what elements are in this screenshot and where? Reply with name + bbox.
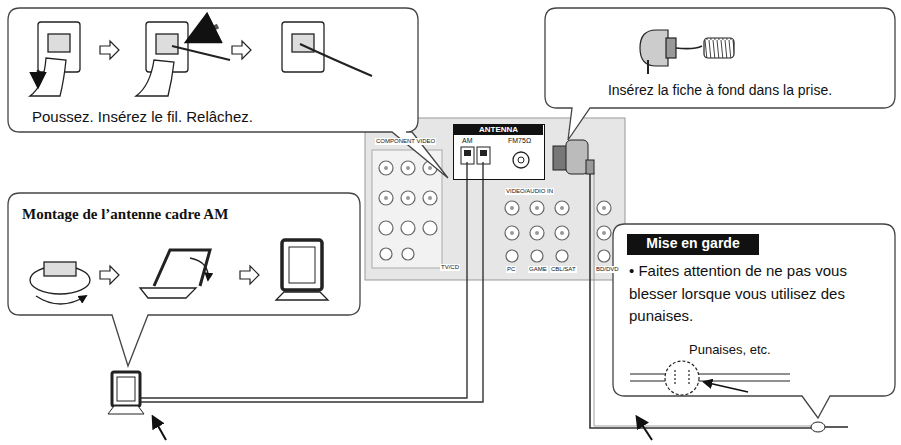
caution-text: • Faites attention de ne pas vous blesse… [629,260,887,328]
plug-callout: Insérez la fiche à fond dans la prise. [545,8,895,108]
callout-bubbles [8,8,895,418]
instruction-text: Poussez. Insérez le fil. Relâchez. [32,108,412,127]
instruction-text: Insérez la fiche à fond dans la prise. [555,82,885,100]
panel-heading: ANTENNA [454,125,543,135]
terminal-label: AM [462,137,492,146]
terminal-label: FM75Ω [508,137,542,146]
tack-sketch [630,361,790,395]
caution-heading: Mise en garde [627,234,759,255]
pointer-arrow [637,417,652,440]
panel-label: VIDEO/AUDIO IN [505,188,554,195]
step-callout: Poussez. Insérez le fil. Relâchez. [8,8,418,132]
coaxial-plug [640,30,734,74]
panel-label: GAME [528,266,548,273]
loop-assembly [30,240,328,304]
panel-label: TV/CD [440,264,460,271]
caution-title: Mise en garde [627,235,759,253]
terminal-steps [30,22,372,96]
panel-label: COMPONENT VIDEO [375,138,436,145]
panel-label: CBL/SAT [550,266,577,273]
receiver-panel [365,118,625,280]
panel-label: PC [506,266,516,273]
caution-callout: • Faites attention de ne pas vous blesse… [613,224,895,396]
panel-label: BD/DVD [595,266,620,273]
pointer-arrow [153,417,166,440]
antenna-block: ANTENNA AM FM75Ω [453,124,545,180]
assembly-callout: Montage de l’antenne cadre AM [8,193,360,315]
part-label: Punaises, etc. [689,342,809,358]
section-heading: Montage de l’antenne cadre AM [22,205,352,224]
am-loop-antenna [108,372,144,414]
